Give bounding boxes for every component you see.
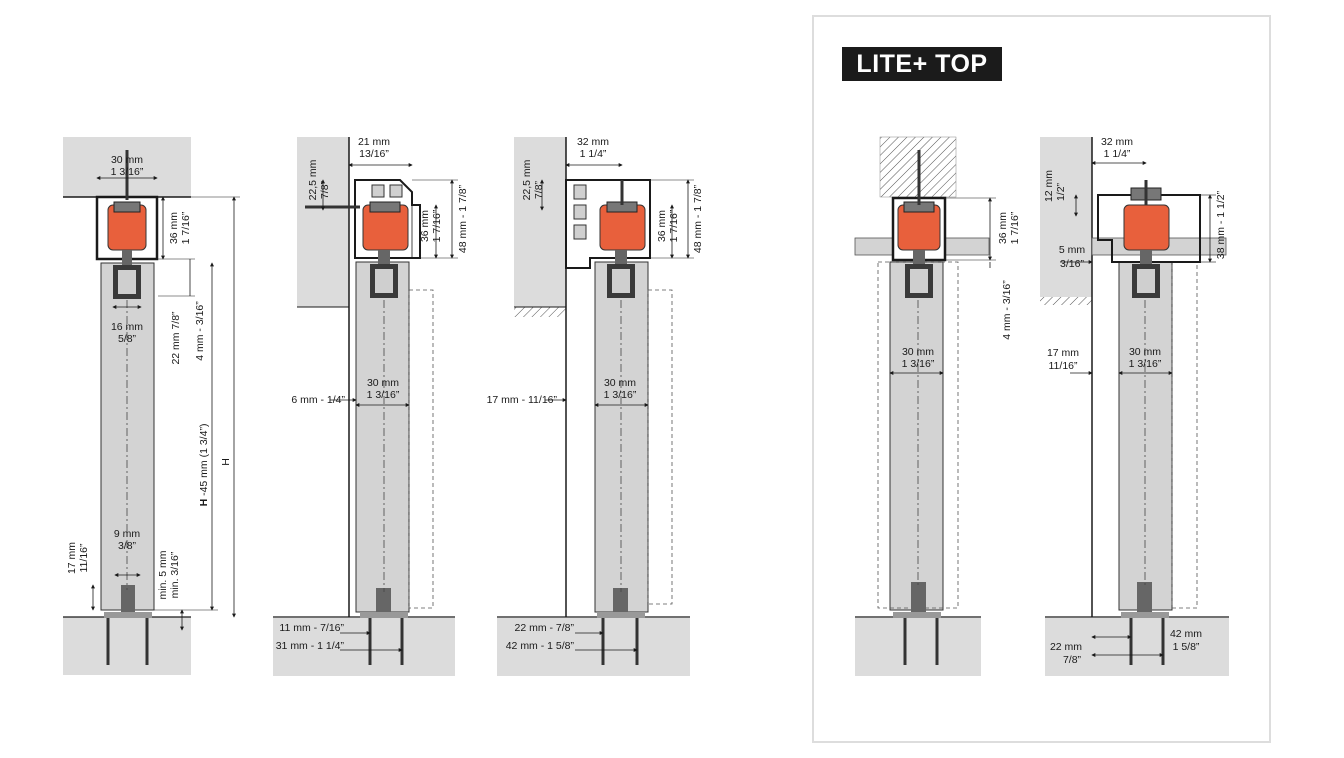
v5-wall-offset-mm: 17 mm	[1047, 347, 1079, 359]
v1-carriage-height-mm: 36 mm	[168, 212, 180, 244]
door-panel	[100, 262, 155, 611]
v2-bottom-11: 11 mm - 7/16”	[279, 622, 344, 634]
door-panel	[594, 261, 649, 613]
v1-min-gap-mm: min. 5 mm	[157, 550, 169, 599]
v3-door-in: 1 3/16”	[604, 389, 637, 401]
door-panel	[1118, 261, 1173, 611]
v2-door-mm: 30 mm	[367, 377, 399, 389]
v5-top-mm: 32 mm	[1101, 136, 1133, 148]
v4-carriage-mm: 36 mm	[997, 212, 1009, 244]
v1-min-gap-in: min. 3/16”	[169, 551, 181, 598]
v5-side-12-in: 1/2”	[1055, 182, 1067, 201]
floor-guide	[121, 585, 135, 615]
v1-guide-width-in: 3/8”	[118, 540, 137, 552]
v2-carriage-in: 1 7/16”	[431, 209, 443, 242]
v2-top-mm: 21 mm	[358, 136, 390, 148]
floor-block	[1045, 618, 1229, 676]
v5-bottom-42-mm: 42 mm	[1170, 628, 1202, 640]
v3-carriage-in: 1 7/16”	[668, 209, 680, 242]
v5-side-5-in: 3/16”	[1060, 258, 1084, 270]
door-panel	[889, 261, 944, 611]
v5-top-in: 1 1/4”	[1104, 148, 1131, 160]
v3-height-48: 48 mm - 1 7/8”	[692, 184, 704, 253]
v3-side-mm: 22,5 mm	[521, 159, 533, 200]
v2-wall-offset: 6 mm - 1/4”	[291, 394, 345, 406]
v3-door-mm: 30 mm	[604, 377, 636, 389]
view-2: 21 mm 13/16” 22,5 mm 7/8” 36 mm 1 7/16” …	[273, 136, 469, 676]
v5-side-12-mm: 12 mm	[1043, 170, 1055, 202]
v2-carriage-mm: 36 mm	[419, 210, 431, 242]
v1-carriage-height-in: 1 7/16”	[180, 211, 192, 244]
v1-hanger-height: 22 mm 7/8”	[170, 311, 182, 365]
v5-bottom-22-in: 7/8”	[1063, 654, 1082, 666]
v2-height-48: 48 mm - 1 7/8”	[457, 184, 469, 253]
wall-block	[297, 137, 349, 307]
v3-carriage-mm: 36 mm	[656, 210, 668, 242]
v3-top-in: 1 1/4”	[580, 148, 607, 160]
v3-bottom-42: 42 mm - 1 5/8”	[506, 640, 575, 652]
v3-side-in: 7/8”	[533, 180, 545, 199]
view-1: 30 mm 1 3/16” 36 mm 1 7/16” 16 mm 5/8” 2…	[63, 137, 240, 675]
v5-door-mm: 30 mm	[1129, 346, 1161, 358]
v2-side-mm: 22,5 mm	[307, 159, 319, 200]
v5-door-in: 1 3/16”	[1129, 358, 1162, 370]
view-4: 36 mm 1 7/16” 4 mm - 3/16” 30 mm 1 3/16”	[854, 136, 1021, 676]
floor-block	[497, 618, 690, 676]
v3-top-mm: 32 mm	[577, 136, 609, 148]
floor-guide	[376, 588, 391, 613]
v4-door-mm: 30 mm	[902, 346, 934, 358]
v2-door-in: 1 3/16”	[367, 389, 400, 401]
v1-door-height: H -45 mm (1 3/4”)	[198, 424, 210, 507]
v5-wall-offset-in: 11/16”	[1049, 360, 1078, 372]
v1-guide-offset-mm: 17 mm	[66, 542, 78, 574]
v1-guide-offset-in: 11/16”	[78, 543, 90, 572]
view-3: 32 mm 1 1/4” 22,5 mm 7/8” 36 mm 1 7/16” …	[487, 136, 704, 676]
v1-total-height: H	[220, 458, 232, 466]
v3-bottom-22: 22 mm - 7/8”	[514, 622, 574, 634]
v1-top-width-in: 1 3/16”	[111, 166, 144, 178]
v4-door-in: 1 3/16”	[902, 358, 935, 370]
v2-bottom-31: 31 mm - 1 1/4”	[276, 640, 345, 652]
v5-side-5-mm: 5 mm	[1059, 244, 1086, 256]
v5-bottom-22-mm: 22 mm	[1050, 641, 1082, 653]
floor-block	[63, 617, 191, 675]
v1-top-width-mm: 30 mm	[111, 154, 143, 166]
v4-carriage-in: 1 7/16”	[1009, 211, 1021, 244]
v3-wall-offset: 17 mm - 11/16”	[487, 394, 558, 406]
v2-top-in: 13/16”	[359, 148, 389, 160]
v5-height-38: 38 mm - 1 1/2”	[1215, 190, 1227, 259]
lite-top-frame	[812, 15, 1271, 743]
view-5: 32 mm 1 1/4” 12 mm 1/2” 5 mm 3/16” 38 mm…	[1040, 136, 1229, 676]
floor-guide	[1137, 582, 1152, 612]
wall-block	[1040, 137, 1092, 297]
wall-block	[514, 137, 566, 307]
v1-guide-width-mm: 9 mm	[114, 528, 141, 540]
floor-guide	[911, 582, 926, 612]
v2-side-in: 7/8”	[319, 180, 331, 199]
v1-hanger-width-mm: 16 mm	[111, 321, 143, 333]
floor-guide	[613, 588, 628, 613]
floor-block	[855, 618, 981, 676]
door-panel	[355, 261, 410, 613]
floor-block	[273, 618, 455, 676]
v5-bottom-42-in: 1 5/8”	[1173, 641, 1200, 653]
carriage	[1123, 204, 1170, 251]
v1-gap: 4 mm - 3/16”	[194, 301, 206, 361]
lite-top-title: LITE+ TOP	[856, 49, 988, 78]
lite-top-badge: LITE+ TOP	[842, 47, 1002, 81]
v4-gap: 4 mm - 3/16”	[1001, 280, 1013, 340]
v1-hanger-width-in: 5/8”	[118, 333, 137, 345]
